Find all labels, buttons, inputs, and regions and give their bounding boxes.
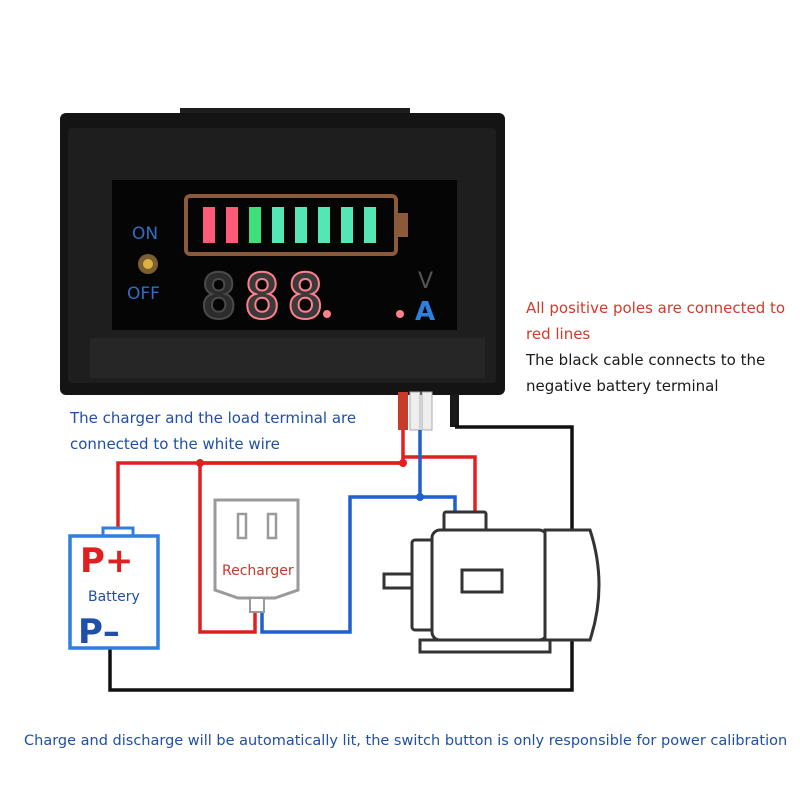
negative-wire xyxy=(108,425,574,692)
positive-wire-motor xyxy=(403,455,477,515)
battery-symbol: P+ Battery P– xyxy=(68,526,160,652)
positive-note-line1: All positive poles are connected to xyxy=(526,299,786,317)
off-label: OFF xyxy=(127,284,160,304)
negative-note-line1: The black cable connects to the xyxy=(526,351,766,369)
battery-negative-label: P– xyxy=(78,612,120,652)
battery-level-bar xyxy=(249,207,261,243)
negative-note: The black cable connects to the negative… xyxy=(526,347,765,399)
white-wire-charger xyxy=(260,430,422,634)
positive-note: All positive poles are connected to red … xyxy=(526,295,785,347)
red-cable xyxy=(398,392,408,430)
battery-positive-label: P+ xyxy=(80,541,133,581)
recharger-label: Recharger xyxy=(222,563,294,579)
battery-level-bar xyxy=(364,207,376,243)
digit-readout: 888 xyxy=(200,260,330,333)
black-cable xyxy=(450,395,459,427)
white-wire-note-line1: The charger and the load terminal are xyxy=(70,409,357,427)
battery-level-bar xyxy=(341,207,353,243)
voltmeter-device: ON OFF 888 888 V A xyxy=(60,108,505,431)
digit-readout-ghost: 888 xyxy=(200,260,330,333)
negative-note-line2: negative battery terminal xyxy=(526,377,719,395)
recharger-symbol: Recharger xyxy=(213,498,300,613)
motor-load-icon xyxy=(382,510,601,654)
battery-level-bar xyxy=(318,207,330,243)
battery-level-bar xyxy=(203,207,215,243)
white-wire-note-line2: connected to the white wire xyxy=(70,435,280,453)
battery-level-bar xyxy=(295,207,307,243)
bottom-caption: Charge and discharge will be automatical… xyxy=(24,733,788,749)
unit-amp: A xyxy=(415,297,435,327)
battery-label: Battery xyxy=(88,589,140,605)
battery-level-bar xyxy=(272,207,284,243)
on-label: ON xyxy=(132,224,158,244)
outlet-slot-icon xyxy=(236,512,248,540)
positive-note-line2: red lines xyxy=(526,325,591,343)
unit-volt: V xyxy=(418,269,433,294)
battery-level-bar xyxy=(226,207,238,243)
battery-level-bars xyxy=(203,207,376,243)
white-cable xyxy=(409,391,421,431)
white-wire-motor xyxy=(420,495,457,515)
white-wire-note: The charger and the load terminal are co… xyxy=(70,405,356,457)
positive-wire-charger xyxy=(198,461,403,634)
